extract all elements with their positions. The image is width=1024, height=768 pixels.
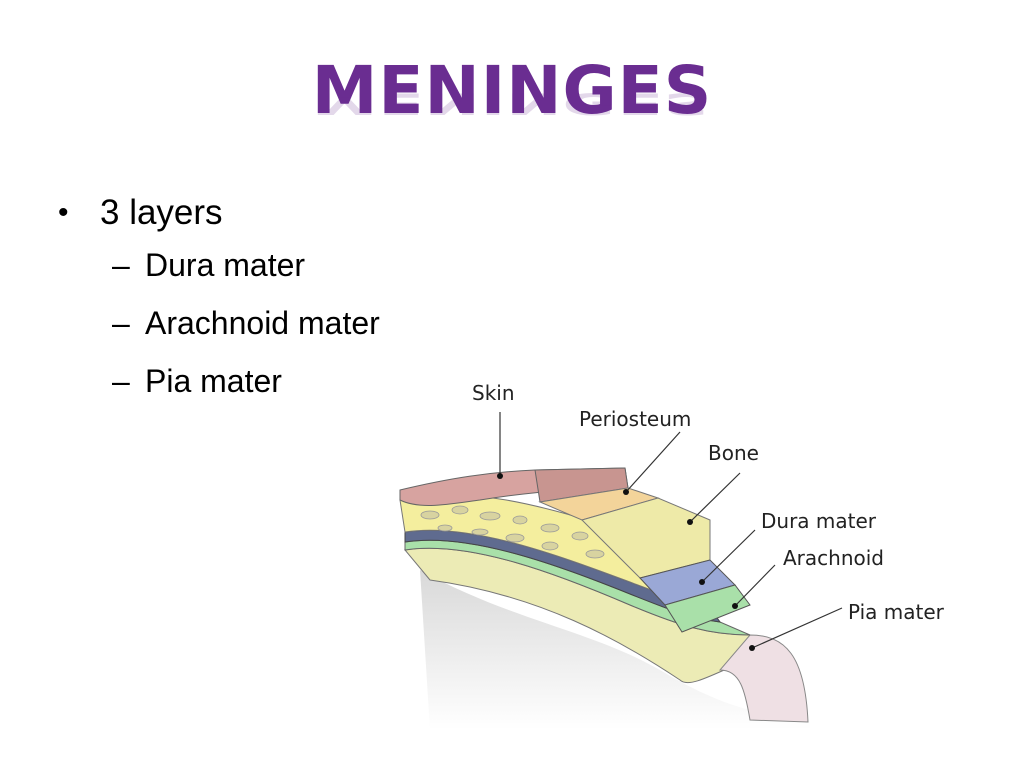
sub-item-dura: – Dura mater: [112, 236, 380, 294]
sub-item-text: Arachnoid mater: [145, 305, 380, 341]
arachnoid-block: [664, 584, 751, 633]
bone-block: [581, 497, 711, 579]
label-lines: [499, 412, 843, 649]
brain-tissue: [718, 634, 809, 723]
label-periosteum: Periosteum: [579, 407, 691, 431]
meninges-diagram: Skin Periosteum Bone Dura mater Arachnoi…: [399, 381, 945, 730]
diagram-shadow: [420, 570, 810, 730]
bullet-marker: •: [58, 196, 69, 229]
label-dura-mater: Dura mater: [761, 509, 877, 533]
sub-marker: –: [112, 305, 130, 341]
bullet-item: • 3 layers: [58, 190, 380, 236]
slide-title-reflection: MENINGES: [311, 86, 713, 121]
sub-marker: –: [112, 363, 130, 399]
label-arachnoid: Arachnoid: [783, 546, 884, 570]
bullet-list: • 3 layers – Dura mater – Arachnoid mate…: [58, 190, 380, 410]
sub-marker: –: [112, 247, 130, 283]
sub-item-pia: – Pia mater: [112, 352, 380, 410]
sub-item-text: Dura mater: [145, 247, 306, 283]
sub-item-arachnoid: – Arachnoid mater: [112, 294, 380, 352]
label-dots: [497, 473, 755, 651]
label-skin: Skin: [472, 381, 515, 405]
slide-title: MENINGES: [311, 52, 713, 129]
sub-item-text: Pia mater: [145, 363, 282, 399]
bullet-text: 3 layers: [100, 193, 223, 232]
label-bone: Bone: [708, 441, 759, 465]
label-pia-mater: Pia mater: [848, 600, 945, 624]
